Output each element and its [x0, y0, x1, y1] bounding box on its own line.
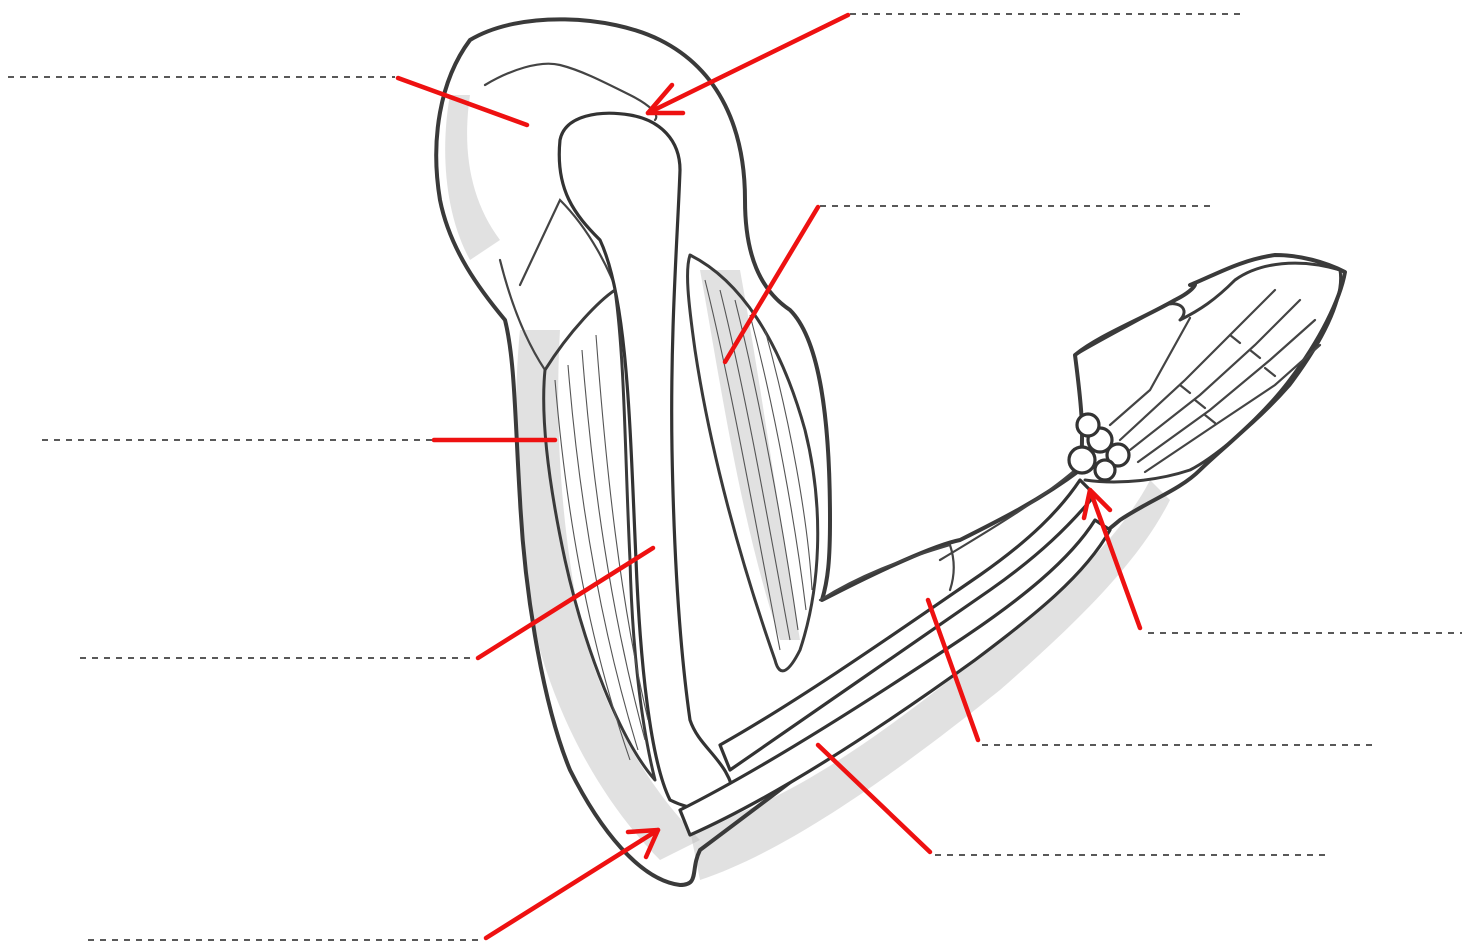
wrist-carpal-bones — [1069, 414, 1129, 480]
elbow-joint-pointer — [486, 830, 658, 938]
arm-illustration — [436, 19, 1345, 885]
shoulder-joint-pointer — [648, 15, 848, 113]
